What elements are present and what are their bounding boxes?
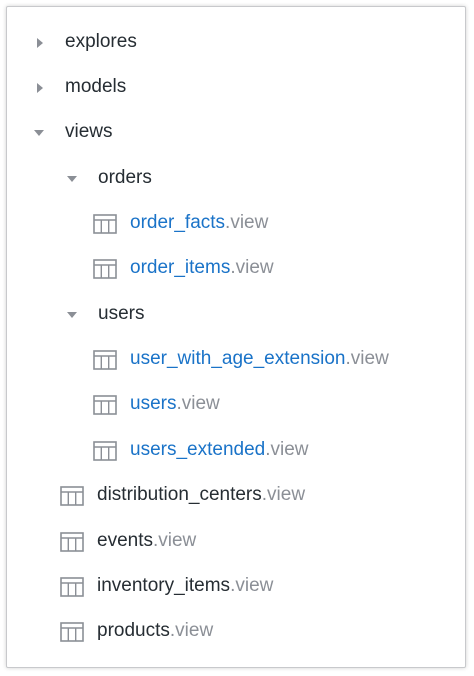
table-icon (60, 577, 84, 597)
caret-right-icon[interactable] (37, 83, 43, 93)
file-label[interactable]: users.view (130, 393, 220, 415)
caret-right-icon[interactable] (37, 38, 43, 48)
file-name[interactable]: order_facts (130, 212, 226, 233)
caret-down-icon[interactable] (34, 130, 44, 136)
table-icon (93, 441, 117, 461)
table-icon (93, 395, 117, 415)
file-users[interactable]: users.view (7, 383, 465, 428)
file-extension: .view (345, 348, 389, 369)
table-icon (60, 532, 84, 552)
folder-orders[interactable]: orders (7, 157, 465, 202)
file-extension: .view (230, 257, 274, 278)
file-label[interactable]: inventory_items.view (97, 575, 273, 597)
file-label[interactable]: order_items.view (130, 257, 274, 279)
folder-label: orders (98, 167, 152, 188)
file-label[interactable]: events.view (97, 530, 196, 552)
folder-label: models (65, 76, 127, 97)
caret-down-icon[interactable] (67, 176, 77, 182)
file-extension: .view (176, 393, 220, 414)
folder-label: users (98, 303, 145, 324)
file-label[interactable]: user_with_age_extension.view (130, 348, 389, 370)
file-name[interactable]: users (130, 393, 177, 414)
table-icon (93, 350, 117, 370)
folder-explores[interactable]: explores (7, 21, 465, 66)
file-extension: .view (265, 439, 309, 460)
table-icon (93, 259, 117, 279)
file-name[interactable]: order_items (130, 257, 231, 278)
file-name[interactable]: products (97, 620, 170, 641)
file-order-items[interactable]: order_items.view (7, 247, 465, 292)
file-name[interactable]: user_with_age_extension (130, 348, 346, 369)
file-label[interactable]: distribution_centers.view (97, 484, 305, 506)
file-name[interactable]: distribution_centers (97, 484, 262, 505)
file-distribution-centers[interactable]: distribution_centers.view (7, 474, 465, 519)
file-users-extended[interactable]: users_extended.view (7, 429, 465, 474)
folder-models[interactable]: models (7, 66, 465, 111)
file-order-facts[interactable]: order_facts.view (7, 202, 465, 247)
folder-label: explores (65, 31, 137, 52)
table-icon (60, 622, 84, 642)
file-products[interactable]: products.view (7, 610, 465, 655)
file-events[interactable]: events.view (7, 520, 465, 565)
folder-label: views (65, 121, 113, 142)
file-name[interactable]: users_extended (130, 439, 266, 460)
file-extension: .view (152, 530, 197, 551)
file-label[interactable]: products.view (97, 620, 213, 642)
file-extension: .view (169, 620, 214, 641)
file-extension: .view (225, 212, 269, 233)
table-icon (93, 214, 117, 234)
caret-down-icon[interactable] (67, 312, 77, 318)
file-inventory-items[interactable]: inventory_items.view (7, 565, 465, 610)
file-extension: .view (261, 484, 306, 505)
file-extension: .view (230, 575, 274, 596)
file-name[interactable]: events (97, 530, 153, 551)
table-icon (60, 486, 84, 506)
file-user-with-age-extension[interactable]: user_with_age_extension.view (7, 338, 465, 383)
file-label[interactable]: users_extended.view (130, 439, 309, 461)
file-name[interactable]: inventory_items (97, 575, 231, 596)
folder-users[interactable]: users (7, 293, 465, 338)
file-label[interactable]: order_facts.view (130, 212, 268, 234)
file-browser-panel: explores models views orders order_facts… (6, 6, 466, 668)
folder-views[interactable]: views (7, 111, 465, 156)
